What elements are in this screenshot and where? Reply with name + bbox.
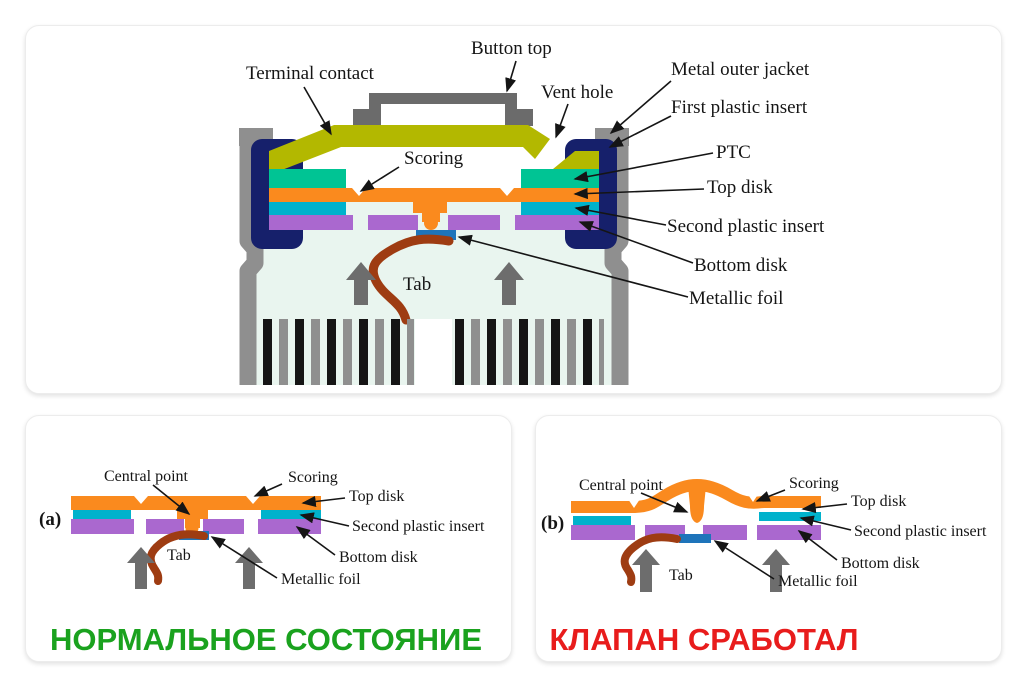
label-tab: Tab bbox=[167, 547, 191, 564]
label-metallic-foil: Metallic foil bbox=[281, 571, 361, 588]
second-plastic-insert-shape bbox=[573, 512, 821, 525]
cap-structure-panel: Terminal contact Button top Vent hole Me… bbox=[25, 25, 1002, 394]
up-arrow-icon bbox=[346, 262, 524, 305]
tab-shape bbox=[146, 530, 208, 585]
label-tab: Tab bbox=[669, 567, 693, 584]
tripped-state-diagram: (b) Central point Scoring Top disk Secon… bbox=[541, 475, 987, 657]
up-arrow-icon bbox=[632, 549, 790, 592]
tripped-state-panel: (b) Central point Scoring Top disk Secon… bbox=[535, 415, 1002, 662]
label-bottom-disk: Bottom disk bbox=[339, 549, 418, 566]
normal-state-diagram: (a) Central point Scoring Top disk Secon… bbox=[39, 468, 485, 657]
label-scoring: Scoring bbox=[288, 469, 338, 486]
tab-shape bbox=[368, 234, 454, 325]
label-scoring: Scoring bbox=[789, 475, 839, 492]
label-central-point: Central point bbox=[104, 468, 189, 485]
label-bottom-disk: Bottom disk bbox=[841, 555, 920, 572]
label-scoring: Scoring bbox=[404, 148, 464, 169]
annotation-arrows bbox=[640, 489, 852, 580]
label-metal-outer-jacket: Metal outer jacket bbox=[671, 59, 810, 80]
second-plastic-insert-shape bbox=[73, 510, 321, 519]
tab-shape bbox=[620, 533, 681, 586]
label-top-disk: Top disk bbox=[851, 493, 906, 510]
bottom-disk-shape bbox=[269, 215, 599, 230]
tripped-state-caption: КЛАПАН СРАБОТАЛ bbox=[550, 622, 859, 657]
electrode-coil-shape bbox=[263, 319, 604, 385]
label-ptc: PTC bbox=[716, 142, 751, 163]
label-second-plastic-insert: Second plastic insert bbox=[352, 518, 485, 535]
button-top-shape bbox=[353, 93, 533, 126]
panel-index: (a) bbox=[39, 509, 61, 530]
panel-index: (b) bbox=[541, 513, 564, 534]
ptc-shape bbox=[269, 169, 599, 188]
annotation-arrows bbox=[303, 60, 714, 298]
top-disk-shape bbox=[269, 188, 599, 230]
label-button-top: Button top bbox=[471, 38, 552, 59]
annotation-arrows bbox=[152, 483, 350, 579]
label-top-disk: Top disk bbox=[349, 488, 404, 505]
up-arrow-icon bbox=[127, 547, 263, 589]
label-tab: Tab bbox=[403, 274, 431, 295]
cap-structure-diagram: Terminal contact Button top Vent hole Me… bbox=[239, 38, 825, 385]
label-second-plastic-insert: Second plastic insert bbox=[667, 216, 825, 237]
label-first-plastic-insert: First plastic insert bbox=[671, 97, 808, 118]
bottom-disk-shape bbox=[71, 519, 321, 534]
metallic-foil-shape bbox=[679, 534, 711, 543]
label-metallic-foil: Metallic foil bbox=[689, 288, 783, 309]
label-terminal-contact: Terminal contact bbox=[246, 63, 375, 84]
normal-state-caption: НОРМАЛЬНОЕ СОСТОЯНИЕ bbox=[50, 622, 482, 657]
normal-state-panel: (a) Central point Scoring Top disk Secon… bbox=[25, 415, 512, 662]
label-central-point: Central point bbox=[579, 477, 664, 494]
coil-gap bbox=[415, 319, 452, 385]
label-metallic-foil: Metallic foil bbox=[778, 573, 858, 590]
top-disk-shape bbox=[571, 478, 821, 523]
label-bottom-disk: Bottom disk bbox=[694, 255, 788, 276]
label-top-disk: Top disk bbox=[707, 177, 773, 198]
label-second-plastic-insert: Second plastic insert bbox=[854, 523, 987, 540]
label-vent-hole: Vent hole bbox=[541, 82, 613, 103]
